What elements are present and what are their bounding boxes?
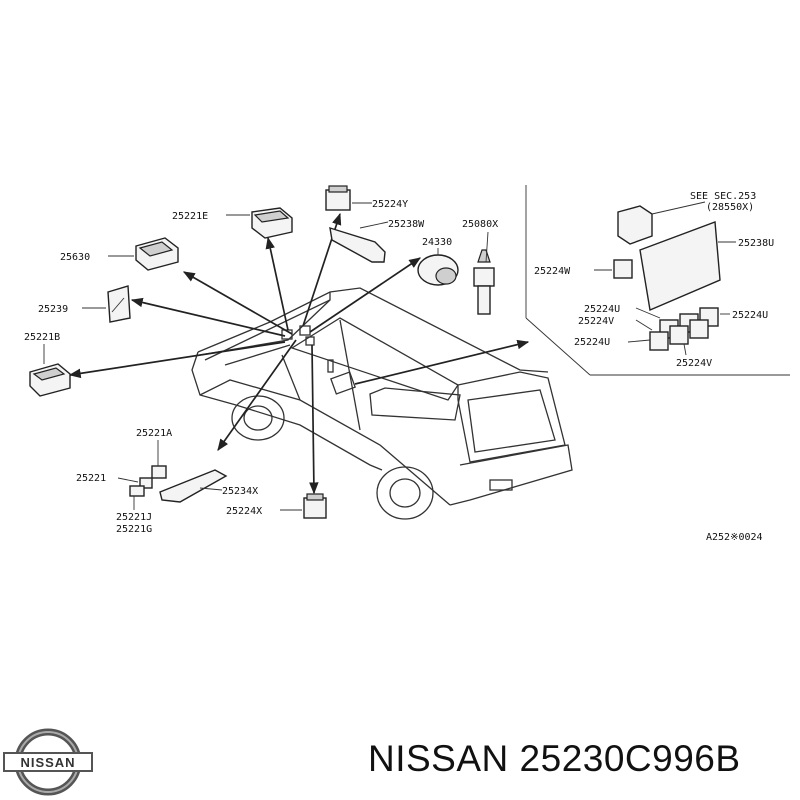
inset-parts	[594, 201, 736, 356]
label-25224Y: 25224Y	[372, 199, 408, 210]
label-25630: 25630	[60, 252, 90, 263]
label-25239: 25239	[38, 304, 68, 315]
part-25221-cluster	[117, 440, 167, 510]
label-25221E: 25221E	[172, 211, 208, 222]
nissan-logo: NISSAN	[3, 728, 93, 796]
part-25080X	[473, 231, 495, 315]
label-25238U: 25238U	[738, 238, 774, 249]
label-25224U-b: 25224U	[732, 310, 768, 321]
label-24330: 24330	[422, 237, 452, 248]
part-25238W	[329, 221, 389, 263]
part-25224X	[280, 493, 327, 519]
label-25224V-b: 25224V	[676, 358, 712, 369]
diagram-code: A252※0024	[706, 532, 763, 543]
label-see-sec: SEE SEC.253	[690, 191, 756, 202]
part-24330	[417, 248, 459, 286]
label-25224U-a: 25224U	[584, 304, 620, 315]
label-25224W: 25224W	[534, 266, 571, 277]
label-25234X: 25234X	[222, 486, 258, 497]
label-25224X: 25224X	[226, 506, 262, 517]
part-25224Y	[325, 185, 372, 211]
label-25221G: 25221G	[116, 524, 152, 535]
part-25630	[108, 237, 179, 271]
label-see-sec-part: (28550X)	[706, 202, 754, 213]
part-25239	[82, 285, 131, 323]
label-25224U-c: 25224U	[574, 337, 610, 348]
page-title: NISSAN 25230C996B	[368, 738, 741, 779]
label-25238W: 25238W	[388, 219, 425, 230]
label-25080X: 25080X	[462, 219, 498, 230]
label-25221J: 25221J	[116, 512, 152, 523]
inset-frame	[525, 185, 790, 376]
pointer-arrows	[68, 212, 530, 495]
van-outline	[191, 287, 573, 520]
label-25221A: 25221A	[136, 428, 172, 439]
label-25221: 25221	[76, 473, 106, 484]
label-25221B: 25221B	[24, 332, 60, 343]
label-25224V-a: 25224V	[578, 316, 614, 327]
part-25221B	[29, 344, 71, 397]
part-25221E	[226, 207, 293, 239]
part-25234X	[159, 469, 228, 503]
nissan-logo-text: NISSAN	[20, 755, 75, 770]
